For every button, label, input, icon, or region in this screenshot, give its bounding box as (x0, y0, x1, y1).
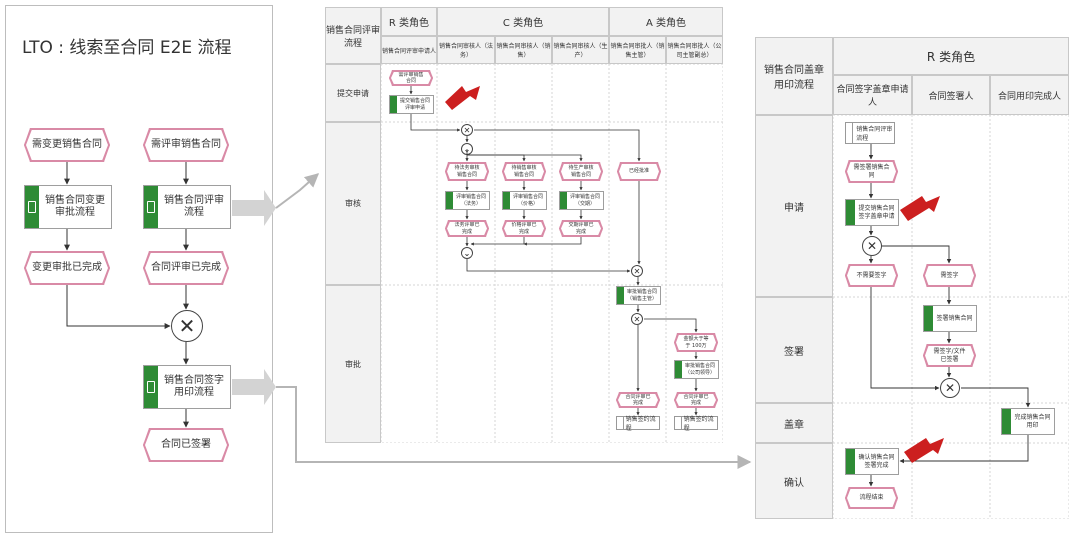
review-node-prod-start: 待生产审核销售合同 (559, 162, 603, 181)
process-change-approval[interactable]: 销售合同变更审批流程 (24, 185, 112, 229)
process-icon (144, 186, 158, 228)
review-role-r: R 类角色 (381, 7, 437, 36)
review-node-prod-proc[interactable]: 评审销售合同（交期） (559, 191, 604, 210)
sign-corner: 销售合同盖章用印流程 (755, 37, 833, 115)
process-icon (390, 96, 397, 113)
review-col-3: 销售合同审核人（生产） (552, 36, 609, 64)
document-icon (846, 123, 854, 143)
process-icon (846, 449, 855, 474)
review-node-submit[interactable]: 提交销售合同评审申请 (389, 95, 434, 114)
process-icon (144, 366, 158, 408)
review-node-done2: 合同评审已完成 (674, 392, 718, 408)
review-node-amount: 金额大于等于 100万 (674, 333, 718, 352)
process-contract-sign[interactable]: 销售合同签字用印流程 (143, 365, 231, 409)
event-review-done: 合同评审已完成 (143, 251, 229, 285)
process-icon (560, 192, 567, 209)
sign-node-stamp[interactable]: 完成销售合同用印 (1001, 408, 1055, 435)
review-role-a: A 类角色 (609, 7, 723, 36)
review-gateway-5: ✕ (631, 313, 643, 325)
review-node-done1: 合同评审已完成 (616, 392, 660, 408)
red-arrow-review (445, 86, 480, 110)
process-icon (446, 192, 453, 209)
process-icon (25, 186, 39, 228)
review-node-legal-proc[interactable]: 评审销售合同（法务） (445, 191, 490, 210)
xor-gateway: ✕ (171, 310, 203, 342)
sign-node-sign-proc[interactable]: 签署销售合同 (923, 305, 977, 332)
document-icon (617, 417, 624, 429)
review-col-0: 销售合同评审申请人 (381, 36, 437, 64)
sign-node-need: 需签署销售合同 (845, 160, 898, 183)
review-node-doc2: 销售签约流程 (674, 416, 718, 432)
review-grid (381, 64, 723, 443)
sign-node-no-sign: 不需要签字 (845, 264, 898, 287)
sign-node-signed: 需签字/文件已签署 (923, 344, 976, 367)
process-icon (1002, 409, 1011, 434)
review-node-sales-proc[interactable]: 评审销售合同（价格） (502, 191, 547, 210)
process-icon (675, 361, 682, 378)
sign-lane-confirm: 确认 (755, 443, 833, 519)
sign-node-end: 流程结束 (845, 487, 898, 509)
process-icon (503, 192, 510, 209)
review-col-2: 销售合同审核人（销售） (495, 36, 552, 64)
review-node-legal-start: 待法务审核销售合同 (445, 162, 489, 181)
process-icon (617, 287, 624, 304)
review-gateway-3: ⌄ (461, 247, 473, 259)
review-node-legal-done: 法务评审已完成 (445, 220, 489, 237)
review-gateway-4: ✕ (631, 265, 643, 277)
red-arrow-sign-submit (900, 196, 940, 221)
lto-title: LTO : 线索至合同 E2E 流程 (22, 38, 232, 58)
review-node-sales-done: 价格评审已完成 (502, 220, 546, 237)
review-node-prod-done: 交期评审已完成 (559, 220, 603, 237)
document-icon (675, 417, 682, 429)
sign-node-need-sign: 需签字 (923, 264, 976, 287)
review-col-4: 销售合同审批人（销售主管） (609, 36, 666, 64)
sign-node-submit[interactable]: 提交销售合同签字盖章申请 (845, 199, 899, 226)
sign-lane-apply: 申请 (755, 115, 833, 297)
process-icon (924, 306, 933, 331)
red-arrow-sign-confirm (904, 438, 944, 463)
review-node-doc1: 销售签约流程 (616, 416, 660, 432)
sign-gateway-2: ✕ (940, 378, 960, 398)
sign-node-doc: 销售合同评审流程 (845, 122, 895, 144)
event-review-need: 需评审销售合同 (143, 128, 229, 162)
sign-col-1: 合同签署人 (912, 75, 990, 115)
event-change-need: 需变更销售合同 (24, 128, 110, 162)
review-node-approve-mgr[interactable]: 审批销售合同（销售主管） (616, 286, 661, 305)
sign-col-0: 合同签字盖章申请人 (833, 75, 912, 115)
review-gateway-1: ✕ (461, 124, 473, 136)
review-corner: 销售合同评审流程 (325, 7, 381, 64)
review-node-sales-start: 待销售审核销售合同 (502, 162, 546, 181)
sign-lane-stamp: 盖章 (755, 403, 833, 443)
sign-node-confirm[interactable]: 确认销售合同签署完成 (845, 448, 899, 475)
review-node-need: 需评审销售合同 (389, 70, 433, 86)
event-change-done: 变更审批已完成 (24, 251, 110, 285)
review-node-approve-vp[interactable]: 审批销售合同（公司领导） (674, 360, 719, 379)
sign-gateway-1: ✕ (862, 236, 882, 256)
process-contract-review[interactable]: 销售合同评审流程 (143, 185, 231, 229)
review-col-1: 销售合同审核人（法务） (437, 36, 495, 64)
review-table: 销售合同评审流程 R 类角色 C 类角色 A 类角色 销售合同评审申请人 销售合… (325, 7, 723, 443)
process-icon (846, 200, 855, 225)
review-lane-audit: 审核 (325, 122, 381, 285)
sign-table: 销售合同盖章用印流程 R 类角色 合同签字盖章申请人 合同签署人 合同用印完成人… (755, 37, 1069, 519)
review-role-c: C 类角色 (437, 7, 609, 36)
sign-role-r: R 类角色 (833, 37, 1069, 75)
review-node-dept-start: 已经批准 (617, 162, 661, 181)
event-contract-signed: 合同已签署 (143, 428, 229, 462)
